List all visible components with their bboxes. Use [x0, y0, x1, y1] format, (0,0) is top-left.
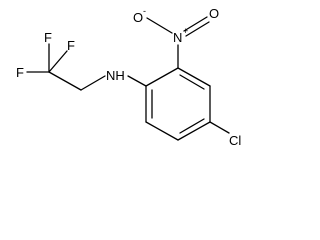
bond-c1-nh: [127, 75, 147, 87]
atom-n-nitro: N: [173, 30, 182, 45]
atom-f-top: F: [44, 30, 52, 45]
bond-nitro-o-minus: [146, 17, 173, 34]
atom-o-double: O: [209, 6, 219, 21]
atom-nh: NH: [106, 68, 125, 83]
ring-double-c4-c5: [179, 118, 205, 134]
structure-diagram: O - N + O NH Cl F F F: [16, 6, 241, 148]
bond-nh-ch2: [80, 75, 106, 91]
atom-f-left: F: [16, 65, 24, 80]
atom-cl: Cl: [229, 133, 241, 148]
ring-bond-c4-c5: [177, 121, 211, 141]
ring-bond-c1-c2: [145, 67, 179, 87]
ring-double-c2-c3: [179, 74, 205, 90]
atom-f-right: F: [67, 38, 75, 53]
bond-ch2-cf3: [48, 71, 82, 91]
bond-nitro-o-double-2: [185, 21, 210, 37]
bond-nitro-o-double-1: [183, 16, 208, 32]
atom-labels: O - N + O NH Cl F F F: [16, 6, 241, 148]
atom-o-minus: O: [133, 10, 143, 25]
bond-c-f-right: [48, 50, 68, 73]
atom-n-nitro-charge: +: [183, 26, 188, 36]
ring-bond-c2-c3: [177, 67, 211, 87]
bond-c4-cl: [209, 121, 230, 134]
bonds: [26, 16, 230, 141]
atom-o-minus-charge: -: [143, 6, 146, 16]
ring-bond-c5-c6: [145, 121, 179, 141]
